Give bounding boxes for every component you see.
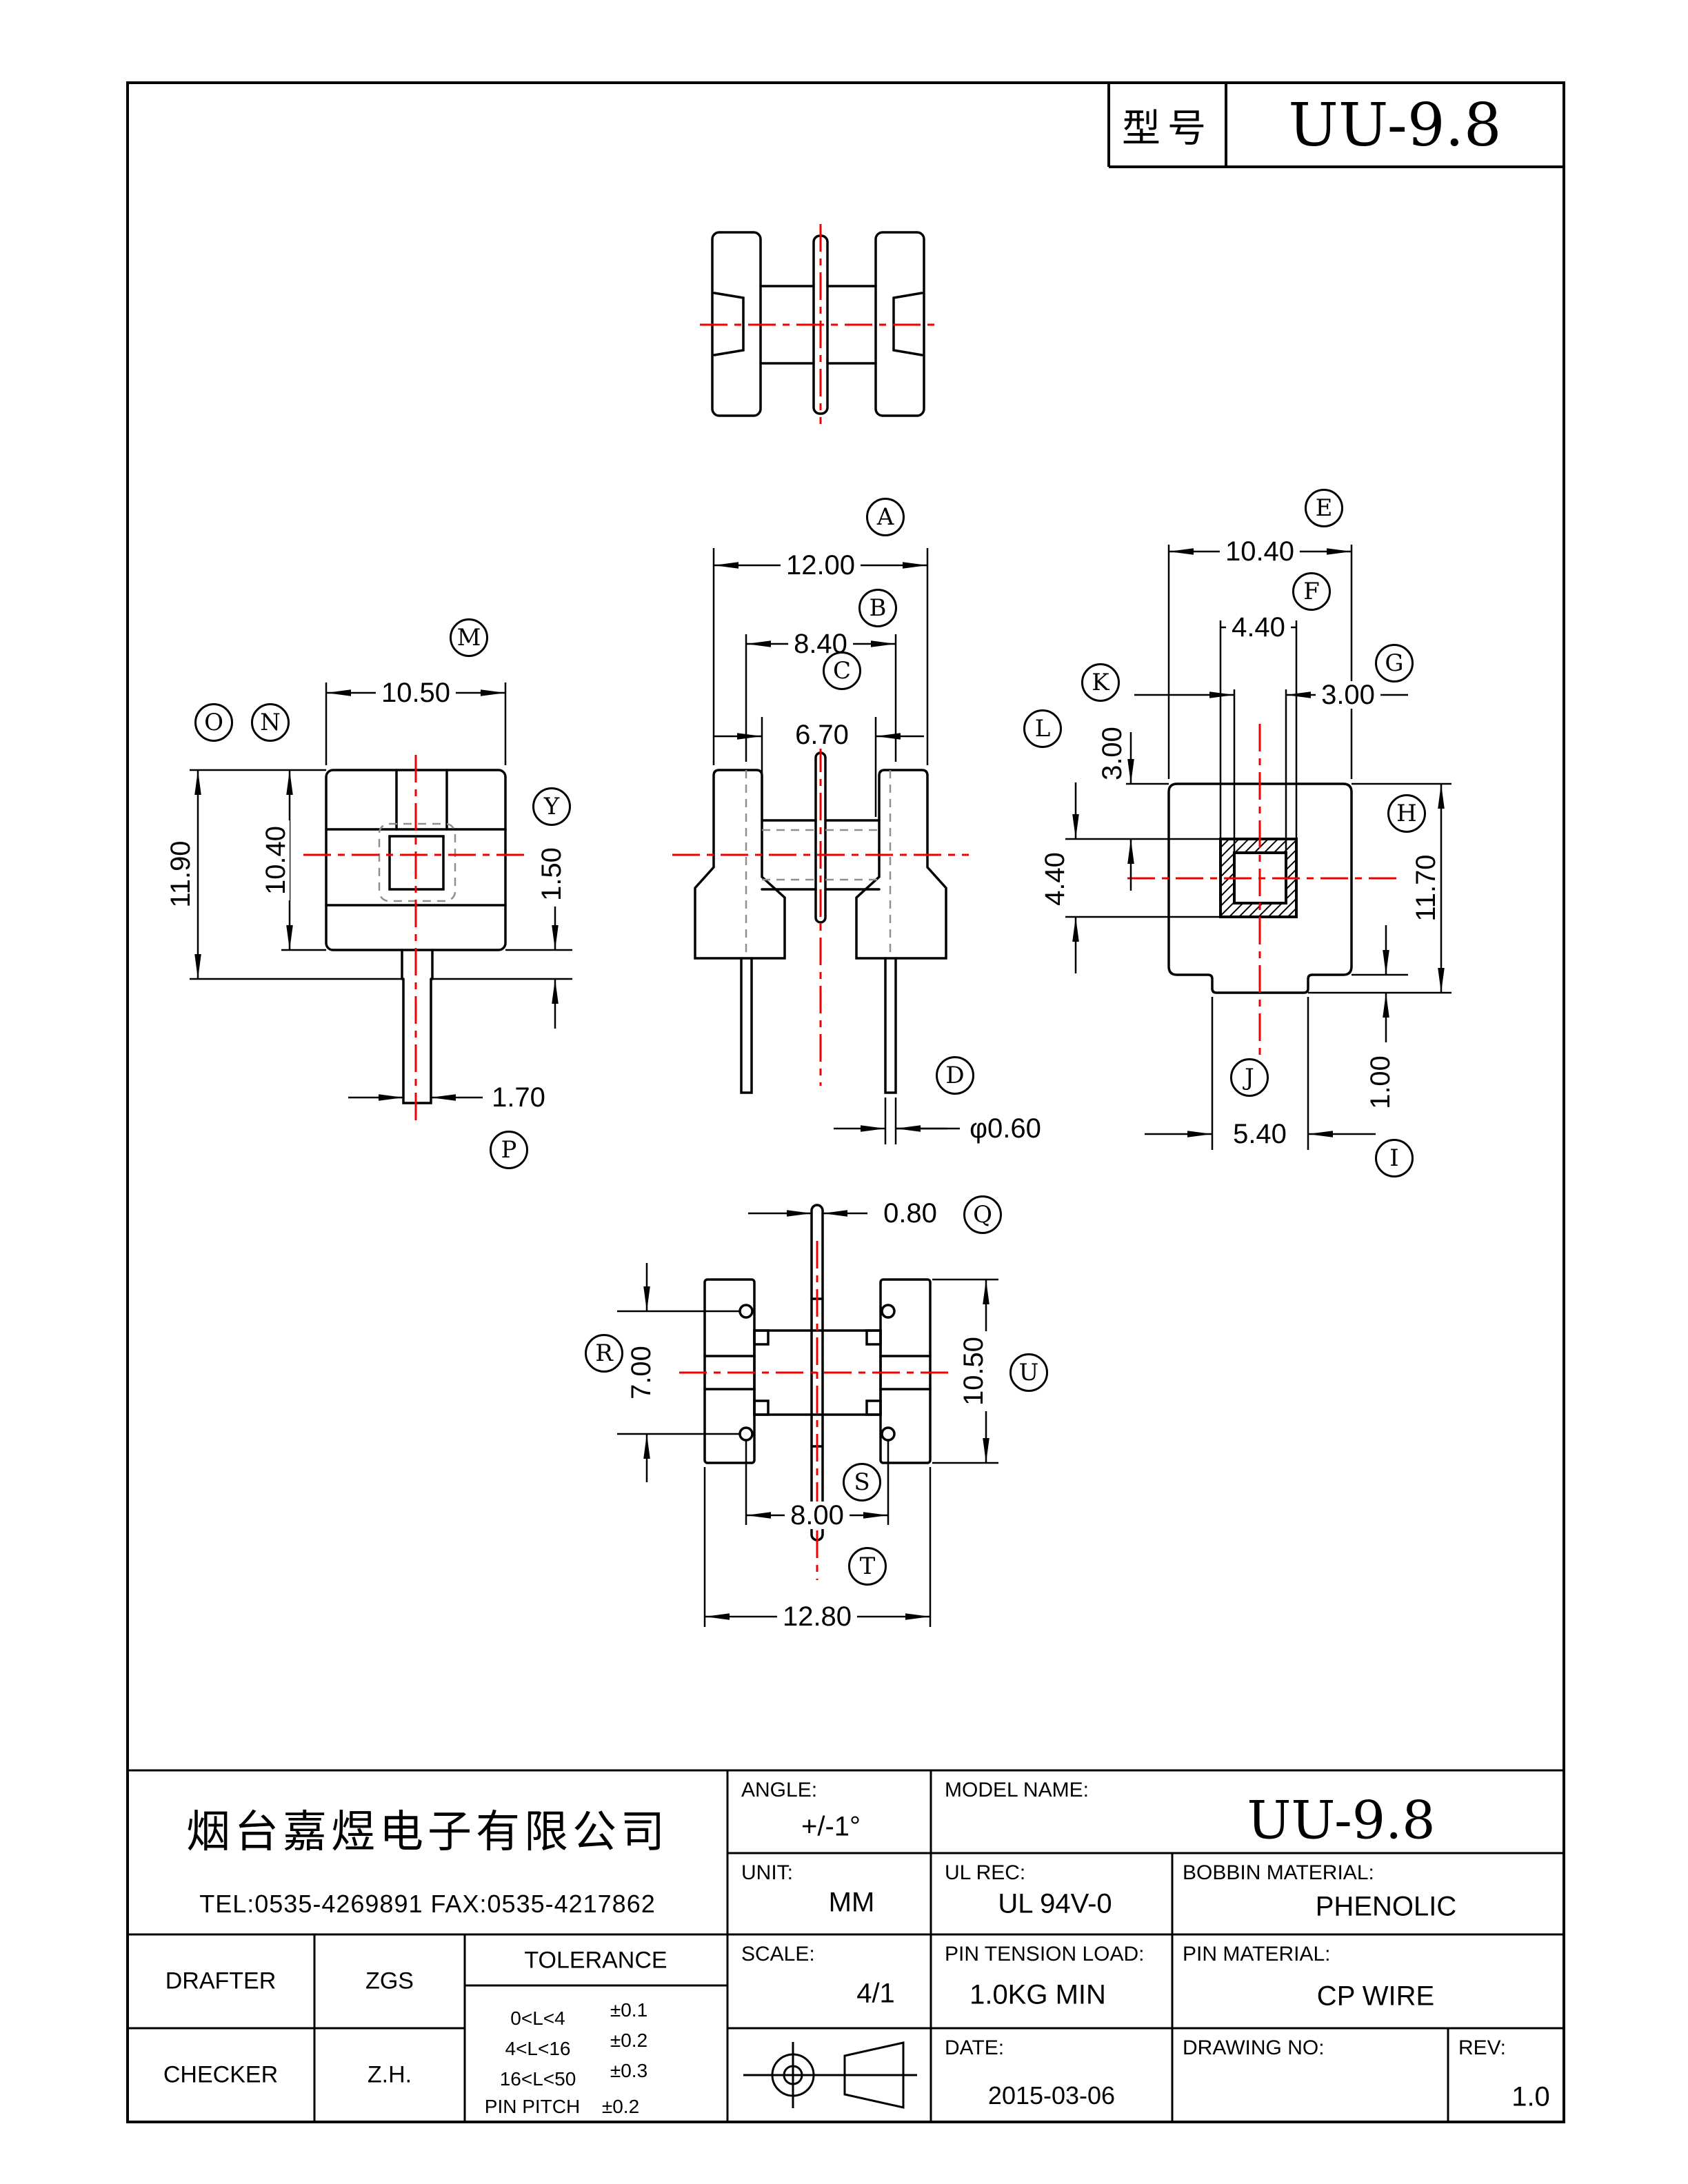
tolerance-range: 0<L<4 bbox=[510, 2008, 565, 2029]
checker-label: CHECKER bbox=[163, 2061, 279, 2088]
core-cross-section-hatch bbox=[1219, 838, 1298, 918]
tolerance-value: ±0.2 bbox=[601, 2096, 640, 2117]
dim-Q-value: 0.80 bbox=[878, 1200, 943, 1227]
pin-tension-label: PIN TENSION LOAD: bbox=[945, 1943, 1145, 1965]
ref-bubble-O: O bbox=[194, 703, 233, 742]
unit-value: MM bbox=[828, 1887, 875, 1918]
dim-D-value: φ0.60 bbox=[964, 1115, 1047, 1142]
title-block-grid bbox=[128, 1769, 1564, 2122]
tolerance-value: ±0.3 bbox=[610, 2060, 648, 2081]
unit-label: UNIT: bbox=[741, 1861, 793, 1884]
tolerance-header: TOLERANCE bbox=[524, 1947, 667, 1974]
tolerance-range: 16<L<50 bbox=[499, 2068, 576, 2090]
dim-M-value: 10.50 bbox=[375, 679, 456, 707]
ref-bubble-H: H bbox=[1387, 794, 1426, 833]
dim-H-value: 11.70 bbox=[1411, 849, 1441, 927]
tolerance-range: PIN PITCH bbox=[484, 2096, 581, 2117]
angle-value: +/-1° bbox=[801, 1811, 861, 1842]
sheet-frame bbox=[126, 81, 1565, 2123]
scale-label: SCALE: bbox=[741, 1943, 815, 1965]
drafter-value: ZGS bbox=[365, 1968, 414, 1994]
rev-label: REV: bbox=[1458, 2036, 1506, 2059]
model-name-label: MODEL NAME: bbox=[945, 1779, 1089, 1801]
dim-L-value: 4.40 bbox=[1040, 847, 1070, 911]
dim-T-value: 12.80 bbox=[776, 1603, 858, 1630]
ref-bubble-J: J bbox=[1230, 1058, 1269, 1097]
ref-bubble-U: U bbox=[1009, 1353, 1048, 1392]
ref-bubble-G: G bbox=[1375, 644, 1414, 682]
tolerance-range: 4<L<16 bbox=[505, 2038, 571, 2059]
dim-K-value: 3.00 bbox=[1097, 721, 1127, 786]
dim-O-value: 11.90 bbox=[165, 835, 196, 913]
scale-value: 4/1 bbox=[856, 1978, 895, 2009]
tolerance-value: ±0.1 bbox=[610, 1999, 648, 2021]
ul-rec-label: UL REC: bbox=[945, 1861, 1026, 1884]
dim-A-value: 12.00 bbox=[780, 552, 861, 579]
bobbin-material-label: BOBBIN MATERIAL: bbox=[1183, 1861, 1374, 1884]
pin-material-label: PIN MATERIAL: bbox=[1183, 1943, 1331, 1965]
checker-value: Z.H. bbox=[367, 2061, 412, 2088]
date-value: 2015-03-06 bbox=[987, 2081, 1116, 2110]
ref-bubble-R: R bbox=[585, 1334, 623, 1373]
dim-G-value: 3.00 bbox=[1316, 681, 1380, 709]
pin-tension-value: 1.0KG MIN bbox=[969, 1979, 1106, 2010]
dim-Y-value: 1.50 bbox=[536, 842, 567, 907]
company-name: 烟台嘉煜电子有限公司 bbox=[186, 1807, 669, 1858]
top-view bbox=[700, 224, 938, 424]
tolerance-value: ±0.2 bbox=[610, 2030, 648, 2051]
ref-bubble-Y: Y bbox=[532, 787, 571, 826]
ref-bubble-C: C bbox=[823, 651, 861, 690]
drafter-label: DRAFTER bbox=[165, 1968, 277, 1994]
dim-F-value: 4.40 bbox=[1226, 614, 1291, 641]
ref-bubble-D: D bbox=[936, 1056, 974, 1095]
bottom-view bbox=[617, 1204, 998, 1627]
front-view bbox=[672, 548, 969, 1144]
dim-I-value: 1.00 bbox=[1365, 1050, 1396, 1115]
dim-S-value: 8.00 bbox=[785, 1502, 850, 1529]
ref-bubble-B: B bbox=[858, 589, 897, 627]
model-label: 型号 bbox=[1122, 106, 1213, 152]
model-number: UU-9.8 bbox=[1288, 91, 1502, 160]
date-label: DATE: bbox=[945, 2036, 1005, 2059]
company-contact: TEL:0535-4269891 FAX:0535-4217862 bbox=[199, 1890, 656, 1918]
angle-label: ANGLE: bbox=[741, 1779, 818, 1801]
ref-bubble-M: M bbox=[450, 618, 488, 657]
ul-rec-value: UL 94V-0 bbox=[998, 1888, 1112, 1919]
ref-bubble-I: I bbox=[1375, 1139, 1414, 1177]
rev-value: 1.0 bbox=[1511, 2081, 1550, 2112]
ref-bubble-A: A bbox=[866, 498, 905, 536]
dim-C-value: 6.70 bbox=[790, 721, 854, 749]
dim-E-value: 10.40 bbox=[1219, 538, 1300, 565]
dim-U-value: 10.50 bbox=[958, 1331, 989, 1412]
ref-bubble-Q: Q bbox=[963, 1195, 1002, 1234]
ref-bubble-N: N bbox=[251, 703, 290, 742]
ref-bubble-F: F bbox=[1292, 572, 1331, 611]
ref-bubble-L: L bbox=[1023, 709, 1062, 748]
drawing-no-label: DRAWING NO: bbox=[1183, 2036, 1325, 2059]
ref-bubble-K: K bbox=[1081, 663, 1120, 702]
pin-material-value: CP WIRE bbox=[1316, 1981, 1435, 2012]
dim-R-value: 7.00 bbox=[626, 1340, 656, 1405]
left-side-view bbox=[190, 682, 572, 1124]
dim-J-value: 5.40 bbox=[1227, 1120, 1292, 1148]
ref-bubble-T: T bbox=[848, 1547, 887, 1586]
ref-bubble-S: S bbox=[843, 1463, 881, 1502]
model-name-value: UU-9.8 bbox=[1247, 1789, 1436, 1851]
dim-N-value: 10.40 bbox=[261, 820, 291, 901]
ref-bubble-E: E bbox=[1305, 489, 1343, 527]
ref-bubble-P: P bbox=[490, 1131, 528, 1169]
bobbin-material-value: PHENOLIC bbox=[1315, 1891, 1457, 1922]
third-angle-projection-icon bbox=[743, 2041, 917, 2109]
dim-P-value: 1.70 bbox=[486, 1084, 551, 1111]
